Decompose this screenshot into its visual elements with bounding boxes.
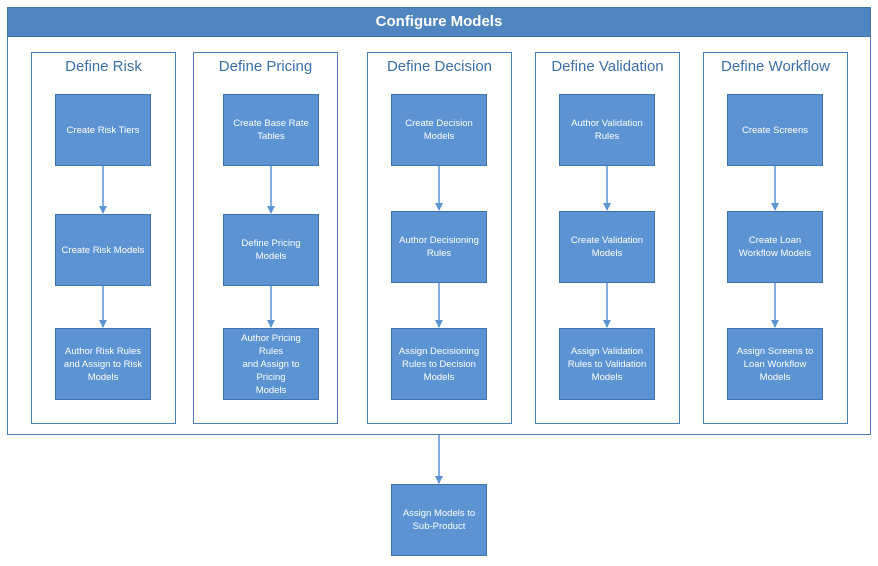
step-create-screens: Create Screens: [727, 94, 823, 166]
step-define-pricing-models: Define Pricing Models: [223, 214, 319, 286]
step-assign-screens: Assign Screens to Loan Workflow Models: [727, 328, 823, 400]
step-create-risk-tiers: Create Risk Tiers: [55, 94, 151, 166]
column-title: Define Validation: [551, 58, 664, 75]
step-author-pricing-rules: Author Pricing Rules and Assign to Prici…: [223, 328, 319, 400]
step-create-base-rate-tables: Create Base Rate Tables: [223, 94, 319, 166]
step-create-risk-models: Create Risk Models: [55, 214, 151, 286]
column-title: Define Workflow: [721, 58, 830, 75]
step-author-decisioning-rules: Author Decisioning Rules: [391, 211, 487, 283]
step-assign-validation-rules: Assign Validation Rules to Validation Mo…: [559, 328, 655, 400]
column-title: Define Pricing: [218, 58, 313, 75]
column-title: Define Decision: [386, 58, 493, 75]
step-author-risk-rules: Author Risk Rules and Assign to Risk Mod…: [55, 328, 151, 400]
column-title: Define Risk: [65, 58, 142, 75]
configure-models-title: Configure Models: [7, 7, 871, 37]
step-assign-models-to-sub-product: Assign Models to Sub-Product: [391, 484, 487, 556]
step-create-decision-models: Create Decision Models: [391, 94, 487, 166]
step-create-validation-models: Create Validation Models: [559, 211, 655, 283]
step-create-loan-workflow-models: Create Loan Workflow Models: [727, 211, 823, 283]
step-assign-decisioning-rules: Assign Decisioning Rules to Decision Mod…: [391, 328, 487, 400]
step-author-validation-rules: Author Validation Rules: [559, 94, 655, 166]
